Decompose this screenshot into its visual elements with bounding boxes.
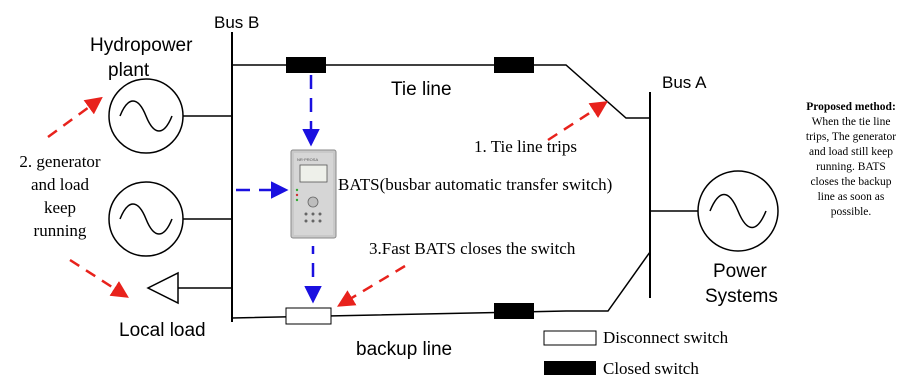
bus-a-label: Bus A bbox=[662, 73, 707, 92]
legend-disconnect-swatch bbox=[543, 330, 597, 346]
tie-line-closed-switch-2[interactable] bbox=[494, 57, 534, 73]
backup-line bbox=[231, 251, 651, 319]
red-arrow-tie-trip bbox=[547, 101, 608, 142]
tie-line bbox=[232, 64, 650, 119]
step-1-text: 1. Tie line trips bbox=[474, 137, 577, 156]
power-systems-label-line1: Power bbox=[713, 261, 768, 282]
hydropower-label-line1: Hydropower bbox=[90, 35, 193, 56]
step-2-line: 2. generator bbox=[19, 152, 101, 171]
bats-device-brand: NR·PROSA bbox=[297, 157, 318, 162]
proposed-method-line: line as soon as bbox=[818, 191, 885, 203]
proposed-method-line: and load still keep bbox=[809, 146, 893, 158]
proposed-method-line: When the tie line bbox=[812, 116, 891, 128]
red-arrow-to-load bbox=[69, 258, 129, 298]
step-2-text: 2. generator and load keep running bbox=[19, 152, 101, 240]
red-arrow-to-backup-switch bbox=[336, 264, 406, 307]
local-load-label: Local load bbox=[119, 320, 206, 341]
proposed-method-line: closes the backup bbox=[810, 176, 891, 188]
bats-device-screen bbox=[299, 164, 328, 183]
backup-line-disconnect-switch[interactable] bbox=[285, 307, 332, 325]
tie-line-closed-switch-1[interactable] bbox=[286, 57, 326, 73]
load-triangle-icon bbox=[146, 271, 179, 305]
backup-line-label: backup line bbox=[356, 339, 452, 360]
bats-key-icon[interactable] bbox=[311, 212, 315, 216]
proposed-method-title: Proposed method: bbox=[806, 101, 896, 113]
proposed-method-line: trips, The generator bbox=[806, 131, 896, 143]
bats-led-icon bbox=[295, 198, 299, 202]
legend-closed-swatch bbox=[544, 361, 596, 375]
legend-disconnect-label: Disconnect switch bbox=[603, 328, 729, 347]
step-2-line: and load bbox=[31, 175, 90, 194]
bats-key-icon[interactable] bbox=[304, 212, 308, 216]
step-3-text: 3.Fast BATS closes the switch bbox=[369, 239, 576, 258]
power-systems-label-line2: Systems bbox=[705, 286, 778, 307]
tie-line-label: Tie line bbox=[391, 79, 452, 100]
step-2-line: running bbox=[34, 221, 87, 240]
bats-key-icon[interactable] bbox=[304, 219, 308, 223]
bats-label: BATS(busbar automatic transfer switch) bbox=[338, 175, 612, 194]
step-2-line: keep bbox=[44, 198, 76, 217]
bats-key-icon[interactable] bbox=[311, 219, 315, 223]
bats-keypad-icon[interactable] bbox=[307, 196, 319, 208]
bats-key-icon[interactable] bbox=[318, 219, 322, 223]
proposed-method-note: Proposed method: When the tie line trips… bbox=[806, 101, 896, 218]
bats-led-icon bbox=[295, 193, 299, 197]
hydropower-label-line2: plant bbox=[108, 60, 150, 81]
backup-line-closed-switch[interactable] bbox=[494, 303, 534, 319]
legend-closed-label: Closed switch bbox=[603, 359, 699, 378]
red-arrow-to-generator bbox=[47, 96, 103, 139]
generator-1-sine-icon bbox=[119, 100, 173, 132]
bus-b-label: Bus B bbox=[214, 13, 259, 32]
proposed-method-line: possible. bbox=[831, 206, 872, 218]
bats-key-icon[interactable] bbox=[318, 212, 322, 216]
proposed-method-line: running. BATS bbox=[816, 161, 886, 173]
bats-device[interactable]: NR·PROSA bbox=[290, 149, 337, 239]
generator-2-sine-icon bbox=[119, 203, 173, 235]
bats-led-icon bbox=[295, 188, 299, 192]
power-system-sine-icon bbox=[709, 193, 767, 229]
